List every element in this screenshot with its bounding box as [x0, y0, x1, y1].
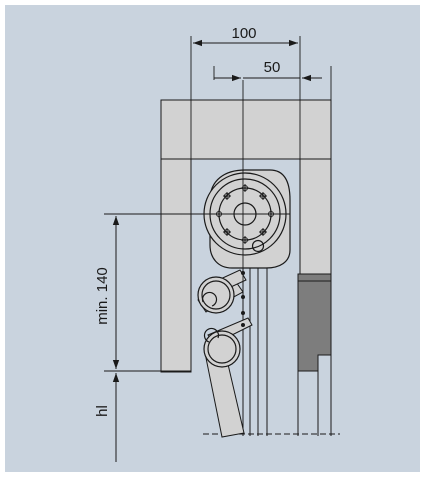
wall-structure — [160, 99, 332, 373]
drive-housing — [203, 169, 291, 269]
dimension-50-label: 50 — [264, 59, 281, 76]
dimension-min140-label: min. 140 — [94, 267, 111, 325]
dimension-hl-label: hl — [94, 405, 111, 417]
extension-lines — [104, 36, 332, 372]
vertical-rails — [242, 260, 268, 436]
right-guide-lines — [297, 355, 332, 436]
lower-rollers — [197, 276, 241, 368]
dimension-100-label: 100 — [231, 25, 256, 42]
